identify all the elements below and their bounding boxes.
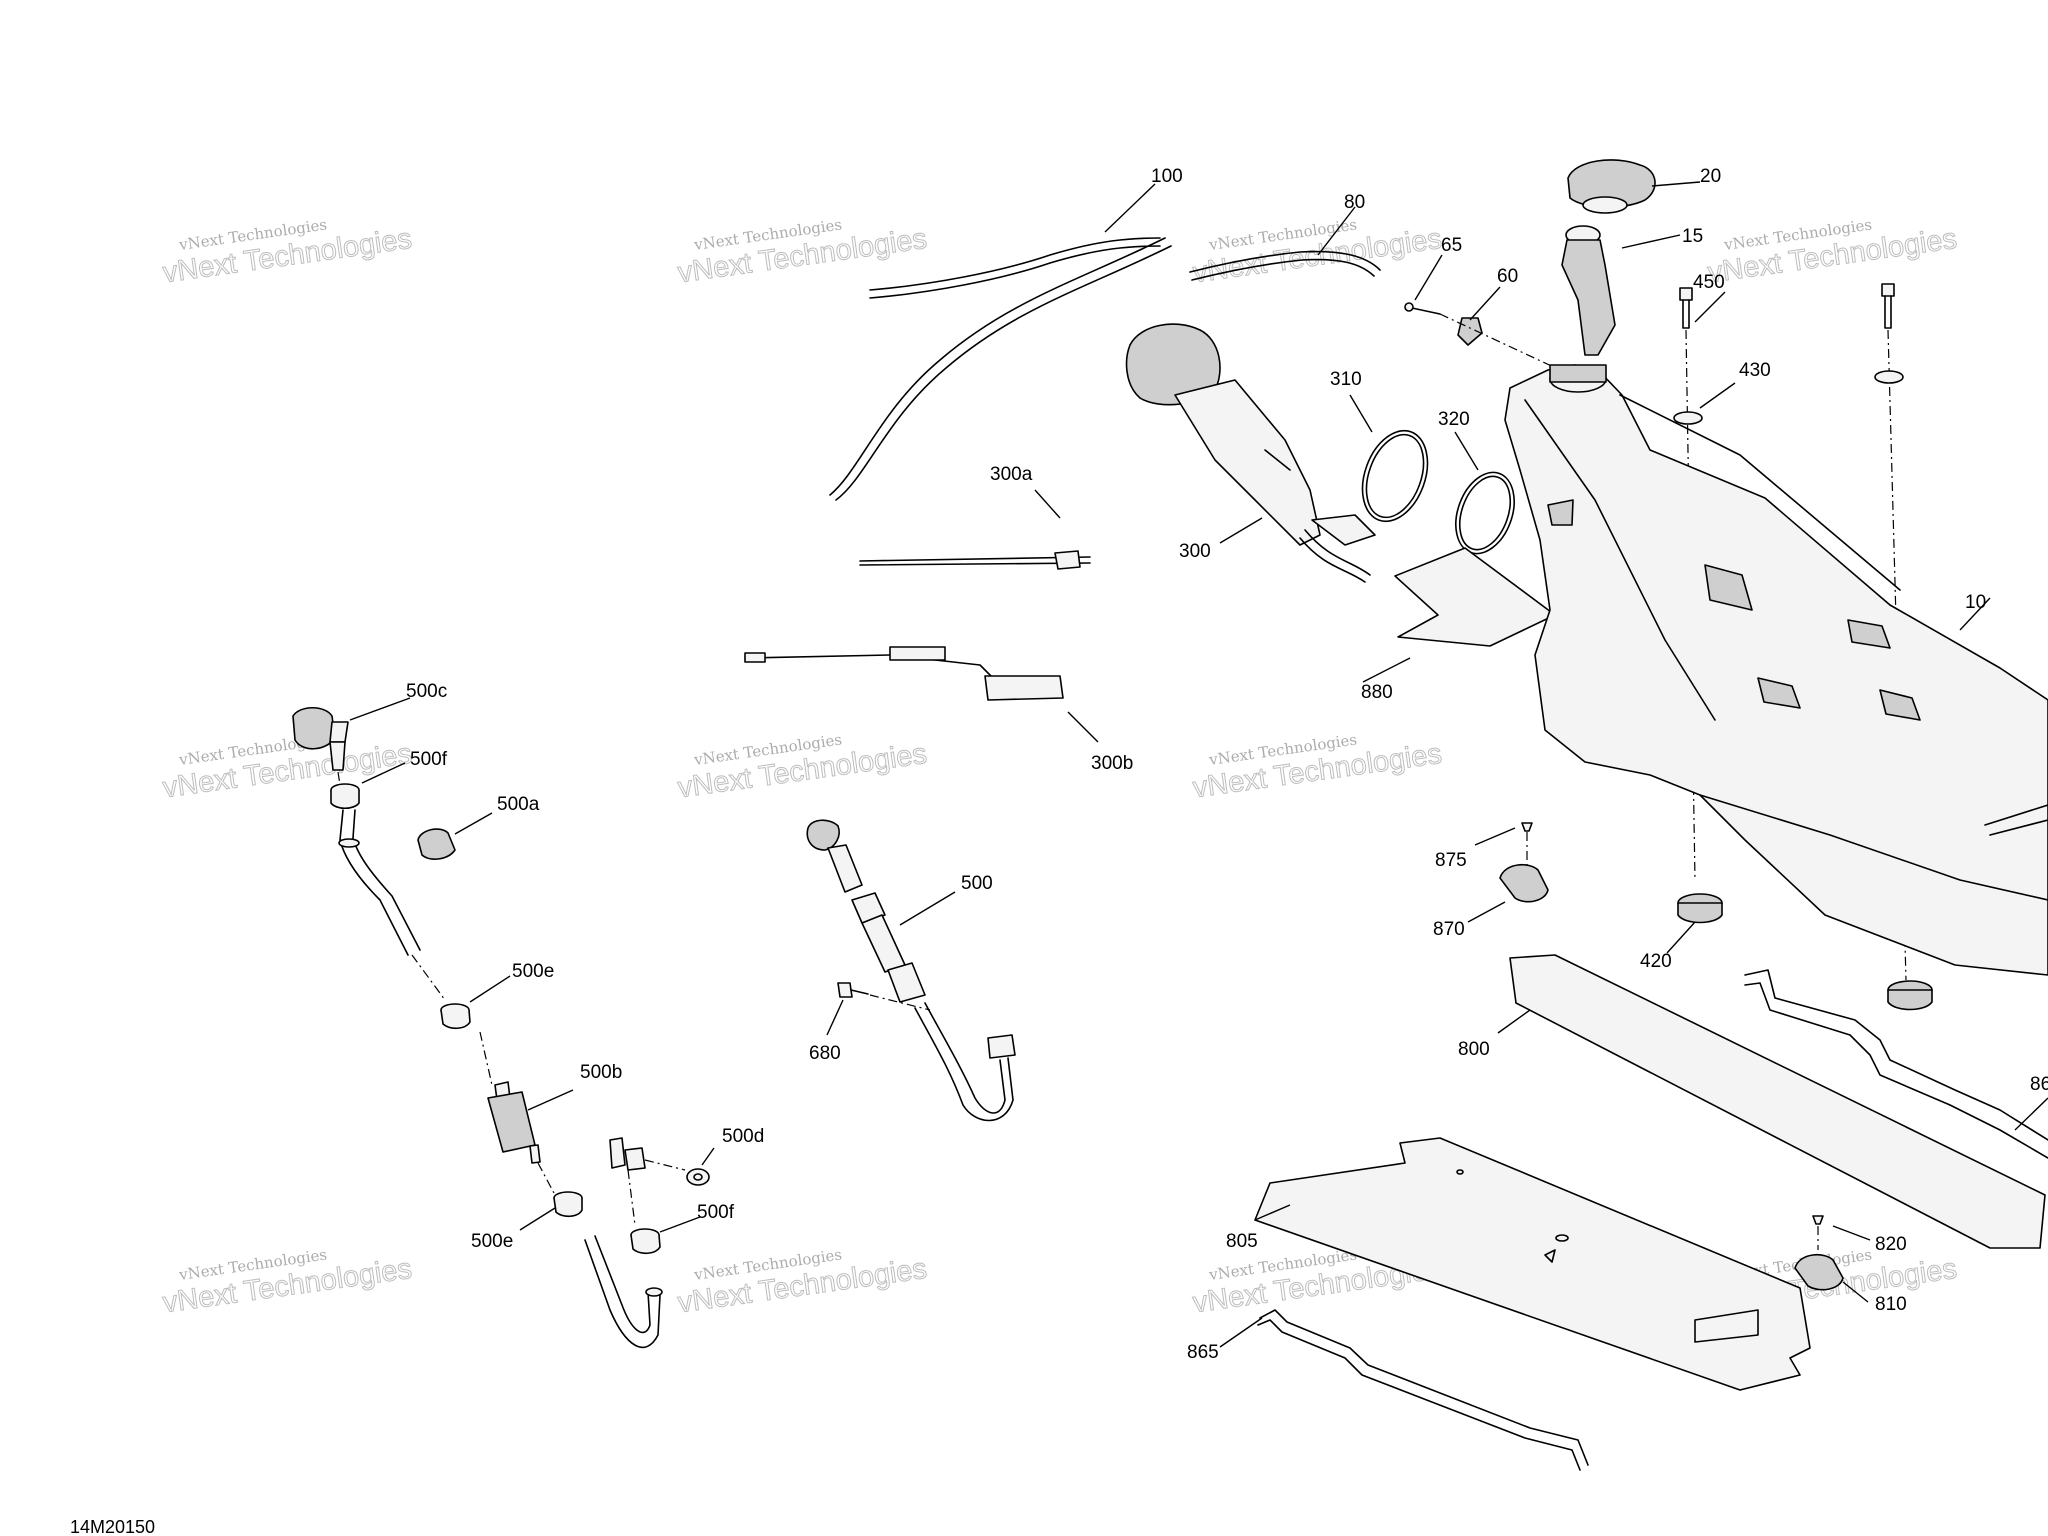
callout-60: 60 (1497, 266, 1518, 287)
callout-450: 450 (1693, 272, 1725, 293)
part-500c-elbow-connector (292, 706, 349, 786)
part-500d-fitting (609, 1137, 710, 1226)
part-100-vent-hose (829, 237, 1172, 501)
callout-500e-top: 500e (512, 961, 554, 982)
part-865-bracket (1257, 1309, 1589, 1471)
callout-805: 805 (1226, 1231, 1258, 1252)
part-500e-sleeve-bottom (553, 1191, 583, 1218)
leaders (349, 181, 2048, 1348)
callout-420: 420 (1640, 951, 1672, 972)
callout-500b: 500b (580, 1062, 622, 1083)
part-800-pad (1509, 954, 2046, 1249)
callout-500e-bottom: 500e (471, 1231, 513, 1252)
part-320-gasket (1455, 471, 1515, 555)
part-820-screw (1812, 1215, 1824, 1250)
callout-labels: 100 80 65 60 20 15 450 430 310 320 300a … (406, 166, 2048, 1363)
callout-820: 820 (1875, 1234, 1907, 1255)
part-hose-lower (584, 1235, 663, 1349)
part-20-filler-cap (1567, 159, 1656, 214)
part-810-clip (1794, 1253, 1844, 1291)
callout-680: 680 (809, 1043, 841, 1064)
callout-875: 875 (1435, 850, 1467, 871)
part-420-grommet-right (1887, 980, 1933, 1011)
part-65-bolt (1404, 302, 1441, 315)
callout-880: 880 (1361, 682, 1393, 703)
part-880-pad (1394, 547, 1556, 647)
callout-320: 320 (1438, 409, 1470, 430)
part-15-filler-neck (1561, 225, 1616, 356)
part-500b-fuel-filter (479, 1031, 556, 1196)
part-86-bracket (1744, 969, 2048, 1159)
part-60-valve (1439, 313, 1561, 371)
callout-10: 10 (1965, 592, 1986, 613)
callout-300a: 300a (990, 464, 1033, 485)
part-420-grommet-left (1677, 893, 1723, 924)
part-805-skid-plate (1254, 1137, 1811, 1391)
part-680-bolt (837, 982, 931, 1011)
callout-870: 870 (1433, 919, 1465, 940)
callout-310: 310 (1330, 369, 1362, 390)
callout-500c: 500c (406, 681, 447, 702)
part-hose-upper (338, 809, 446, 1001)
callout-810: 810 (1875, 1294, 1907, 1315)
callout-800: 800 (1458, 1039, 1490, 1060)
part-430-washer-left (1673, 411, 1703, 425)
callout-430: 430 (1739, 360, 1771, 381)
callout-865: 865 (1187, 1342, 1219, 1363)
part-300-fuel-pump (1125, 323, 1376, 583)
callout-500a: 500a (497, 794, 540, 815)
callout-300b: 300b (1091, 753, 1133, 774)
diagram-code: 14M20150 (70, 1517, 155, 1536)
callout-80: 80 (1344, 192, 1365, 213)
part-500f-clamp-bottom (630, 1228, 661, 1255)
part-870-clip (1499, 863, 1549, 903)
part-875-screw (1521, 822, 1533, 870)
callout-500f-top: 500f (410, 749, 448, 770)
part-310-lock-ring (1361, 429, 1429, 523)
part-80-hose (1189, 250, 1381, 281)
callout-86: 86 (2030, 1074, 2048, 1095)
part-500e-sleeve-top (440, 1003, 471, 1030)
part-300b-float (744, 646, 1064, 701)
callout-20: 20 (1700, 166, 1721, 187)
part-500f-clamp-top (330, 783, 360, 810)
part-300a-sender-probe (859, 550, 1091, 570)
callout-15: 15 (1682, 226, 1703, 247)
callout-300: 300 (1179, 541, 1211, 562)
callout-100: 100 (1151, 166, 1183, 187)
part-430-washer-right (1874, 370, 1904, 384)
part-10-fuel-tank (1504, 364, 2048, 976)
callout-500: 500 (961, 873, 993, 894)
callout-65: 65 (1441, 235, 1462, 256)
part-500-fuel-line (806, 819, 1016, 1122)
callout-500d: 500d (722, 1126, 764, 1147)
part-500a-clamp (417, 828, 456, 860)
callout-500f-bottom: 500f (697, 1202, 735, 1223)
